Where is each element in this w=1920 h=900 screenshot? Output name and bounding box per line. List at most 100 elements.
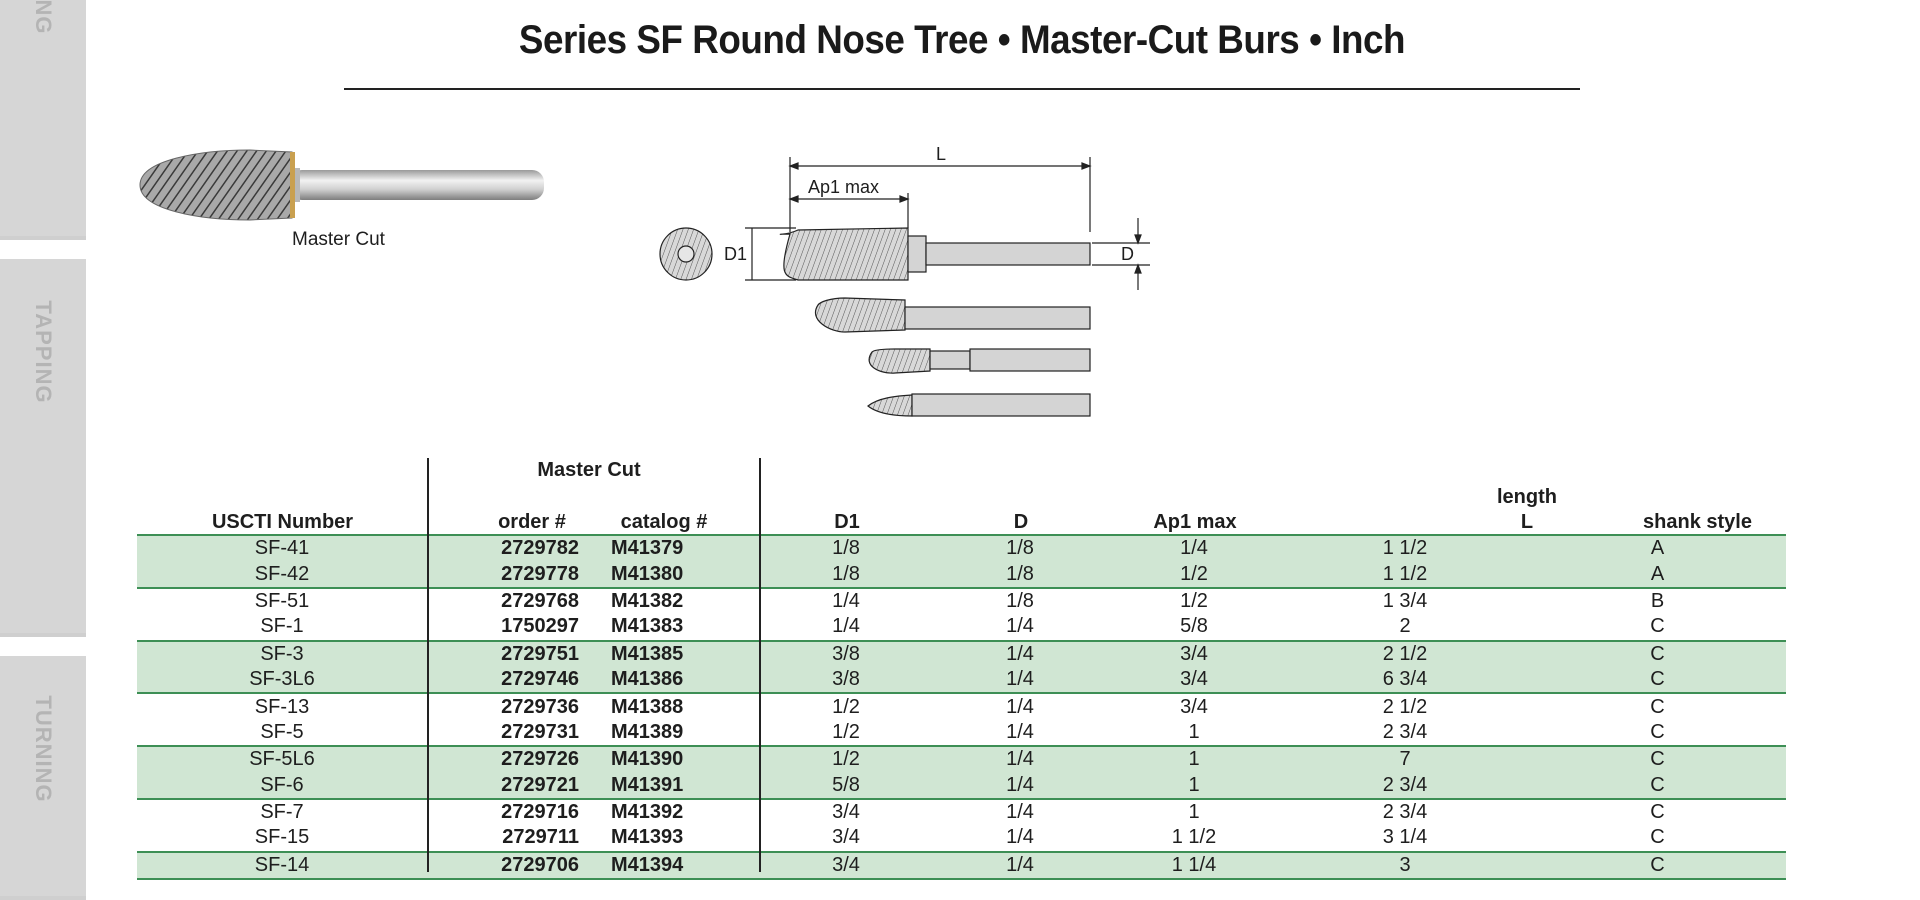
cell-shank: C — [1650, 720, 1665, 743]
cell-ap1: 1 — [1107, 772, 1281, 799]
cell-usct: SF-51 — [137, 586, 427, 615]
title-rule — [344, 88, 1580, 90]
dim-label-L: L — [936, 144, 946, 164]
cell-order: 2729731 — [501, 720, 579, 743]
side-tab-label: TURNING — [31, 695, 56, 803]
cell-shank: C — [1529, 772, 1786, 799]
cell-usct: SF-41 — [137, 533, 427, 562]
cell-order: 2729746 — [427, 666, 597, 694]
side-tab-turning[interactable]: TURNING — [0, 656, 86, 900]
col-header-length: L — [1520, 511, 1534, 533]
cell-d: 1/4 — [1006, 720, 1034, 743]
cell-d: 1/4 — [933, 666, 1107, 694]
cell-order: 2729782 — [427, 533, 597, 562]
cell-usct: SF-5L6 — [137, 745, 427, 773]
cell-length: 2 3/4 — [1281, 797, 1529, 826]
cell-usct: SF-7 — [137, 797, 427, 826]
col-header-d: D — [1013, 511, 1029, 533]
cell-shank: C — [1650, 826, 1665, 849]
dim-label-d: D — [1121, 244, 1134, 264]
col-header-order: order # — [498, 511, 566, 533]
cell-d: 1/4 — [933, 692, 1107, 720]
cell-length: 1 1/2 — [1281, 533, 1529, 562]
cell-order: 1750297 — [501, 615, 579, 638]
col-header-catalog: catalog # — [620, 511, 708, 533]
cell-d: 1/4 — [933, 772, 1107, 799]
cell-d1: 3/4 — [759, 797, 933, 826]
cell-ap1: 3/4 — [1107, 666, 1281, 694]
col-header-ap1: Ap1 max — [1153, 511, 1237, 533]
side-tab-grinding[interactable]: NG — [0, 0, 86, 240]
col-header-d1: D1 — [834, 511, 860, 533]
cell-catalog: M41389 — [611, 720, 684, 743]
side-tab-tapping[interactable]: TAPPING — [0, 259, 86, 637]
cell-d1: 1/8 — [759, 533, 933, 562]
cell-ap1: 3/4 — [1107, 692, 1281, 720]
cell-shank: A — [1529, 533, 1786, 562]
cell-d1: 3/8 — [759, 666, 933, 694]
cell-catalog: M41392 — [597, 797, 759, 826]
group-header-master-cut: Master Cut — [537, 459, 641, 481]
cell-length: 2 3/4 — [1281, 772, 1529, 799]
cell-ap1: 1/2 — [1107, 586, 1281, 615]
product-drawings: L Ap1 max D1 D — [139, 144, 1150, 417]
cell-usct: SF-1 — [260, 615, 304, 638]
cell-length: 2 — [1399, 615, 1411, 638]
cell-order: 2729721 — [427, 772, 597, 799]
cell-shank: C — [1529, 692, 1786, 720]
col-header-usct: USCTI Number — [211, 511, 354, 533]
cell-d: 1/4 — [933, 639, 1107, 667]
cell-usct: SF-6 — [137, 772, 427, 799]
cell-usct: SF-5 — [260, 720, 304, 743]
cell-shank: C — [1529, 666, 1786, 694]
cell-usct: SF-14 — [137, 850, 427, 881]
cell-length: 1 1/2 — [1281, 561, 1529, 588]
cell-shank: C — [1529, 850, 1786, 881]
cell-catalog: M41394 — [597, 850, 759, 881]
cell-length: 1 3/4 — [1281, 586, 1529, 615]
bur-photo — [139, 149, 544, 221]
cell-catalog: M41386 — [597, 666, 759, 694]
cell-ap1: 1 1/4 — [1107, 850, 1281, 881]
cell-order: 2729768 — [427, 586, 597, 615]
cell-usct: SF-13 — [137, 692, 427, 720]
cell-d: 1/4 — [1006, 826, 1034, 849]
cell-catalog: M41379 — [597, 533, 759, 562]
cell-d: 1/4 — [933, 745, 1107, 773]
cell-d1: 1/4 — [759, 586, 933, 615]
cell-d1: 1/4 — [832, 615, 860, 638]
cell-shank: C — [1529, 745, 1786, 773]
cell-length: 3 — [1281, 850, 1529, 881]
cell-catalog: M41391 — [597, 772, 759, 799]
cell-shank: A — [1529, 561, 1786, 588]
column-divider — [759, 458, 761, 872]
dimension-diagram — [659, 157, 1150, 417]
cell-ap1: 1 — [1188, 720, 1200, 743]
cell-d: 1/4 — [933, 850, 1107, 881]
cell-catalog: M41388 — [597, 692, 759, 720]
cell-ap1: 1 — [1107, 797, 1281, 826]
cell-catalog: M41390 — [597, 745, 759, 773]
cell-d1: 5/8 — [759, 772, 933, 799]
cell-ap1: 1/4 — [1107, 533, 1281, 562]
cell-order: 2729778 — [427, 561, 597, 588]
page-title: Series SF Round Nose Tree • Master-Cut B… — [518, 18, 1406, 62]
cell-catalog: M41380 — [597, 561, 759, 588]
cell-ap1: 1 — [1107, 745, 1281, 773]
cell-ap1: 5/8 — [1180, 615, 1208, 638]
cell-d: 1/8 — [933, 533, 1107, 562]
cell-ap1: 1/2 — [1107, 561, 1281, 588]
cell-d1: 3/4 — [759, 850, 933, 881]
cell-d1: 1/2 — [759, 692, 933, 720]
